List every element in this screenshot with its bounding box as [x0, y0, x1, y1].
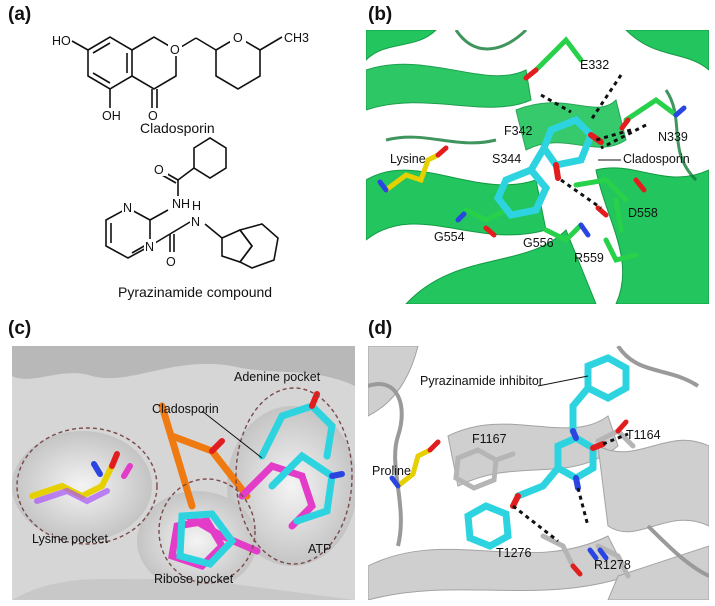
label-g556: G556	[523, 236, 554, 250]
panel-d-render	[368, 346, 709, 600]
atom-label: CH3	[284, 31, 309, 45]
label-ribose-pocket: Ribose pocket	[154, 572, 234, 586]
label-r1278: R1278	[594, 558, 631, 572]
label-f1167: F1167	[472, 432, 507, 446]
chemical-structures-drawing: HO OH O O O CH3	[52, 31, 309, 269]
atom-label: HO	[52, 34, 71, 48]
atom-label: OH	[102, 109, 121, 123]
atom-label: H	[192, 199, 201, 213]
atom-label: O	[233, 31, 243, 45]
atom-label: O	[166, 255, 176, 269]
label-t1276: T1276	[496, 546, 532, 560]
atom-label: O	[148, 109, 158, 123]
adenine-pocket-circle	[235, 387, 353, 565]
atom-label: O	[154, 163, 164, 177]
atom-label: N	[191, 215, 200, 229]
atom-label: NH	[172, 197, 190, 211]
label-g554: G554	[434, 230, 465, 244]
atom-label: O	[170, 43, 180, 57]
cladosporin-benzene-ring	[87, 36, 133, 90]
panel-b-render	[366, 30, 709, 304]
indane-five-ring	[221, 229, 253, 263]
cyclohexane-ring	[193, 137, 227, 179]
atom-label: N	[123, 201, 132, 215]
panel-a-structures: HO OH O O O CH3	[40, 20, 360, 320]
label-adenine-pocket: Adenine pocket	[234, 370, 321, 384]
label-r559: R559	[574, 251, 604, 265]
label-cladosporin: Cladosporin	[152, 402, 219, 416]
panel-label-d: (d)	[368, 318, 393, 339]
label-d558: D558	[628, 206, 658, 220]
pyrazine-ring	[105, 207, 151, 259]
label-proline: Proline	[372, 464, 411, 478]
panel-label-b: (b)	[368, 4, 393, 25]
pyrazinamide-caption: Pyrazinamide compound	[118, 284, 273, 300]
panel-label-c: (c)	[8, 318, 32, 339]
label-e332: E332	[580, 58, 610, 72]
label-s344: S344	[492, 152, 522, 166]
panel-c-surface-overlay: Adenine pocket Cladosporin Lysine pocket…	[12, 346, 355, 600]
label-pyrazinamide-inhibitor: Pyrazinamide inhibitor	[420, 374, 543, 388]
cladosporin-caption: Cladosporin	[140, 120, 215, 136]
panel-c-render	[12, 346, 355, 600]
label-atp: ATP	[308, 542, 332, 556]
label-t1164: T1164	[626, 428, 661, 442]
panel-label-a: (a)	[8, 4, 32, 25]
lysine-pocket-circle	[16, 427, 158, 545]
panel-d-pyrazinamide-binding: Pyrazinamide inhibitor F1167 T1164 Proli…	[368, 346, 709, 600]
label-cladosporin: Cladosporin	[623, 152, 690, 166]
label-f342: F342	[504, 124, 533, 138]
atom-label: N	[145, 240, 154, 254]
label-n339: N339	[658, 130, 688, 144]
label-lysine: Lysine	[390, 152, 426, 166]
panel-b-cladosporin-binding: E332 F342 N339 Lysine S344 Cladosporin D…	[366, 30, 709, 304]
ribose-pocket-circle	[158, 478, 256, 584]
indane-benzene-ring	[238, 223, 279, 269]
label-lysine-pocket: Lysine pocket	[32, 532, 108, 546]
